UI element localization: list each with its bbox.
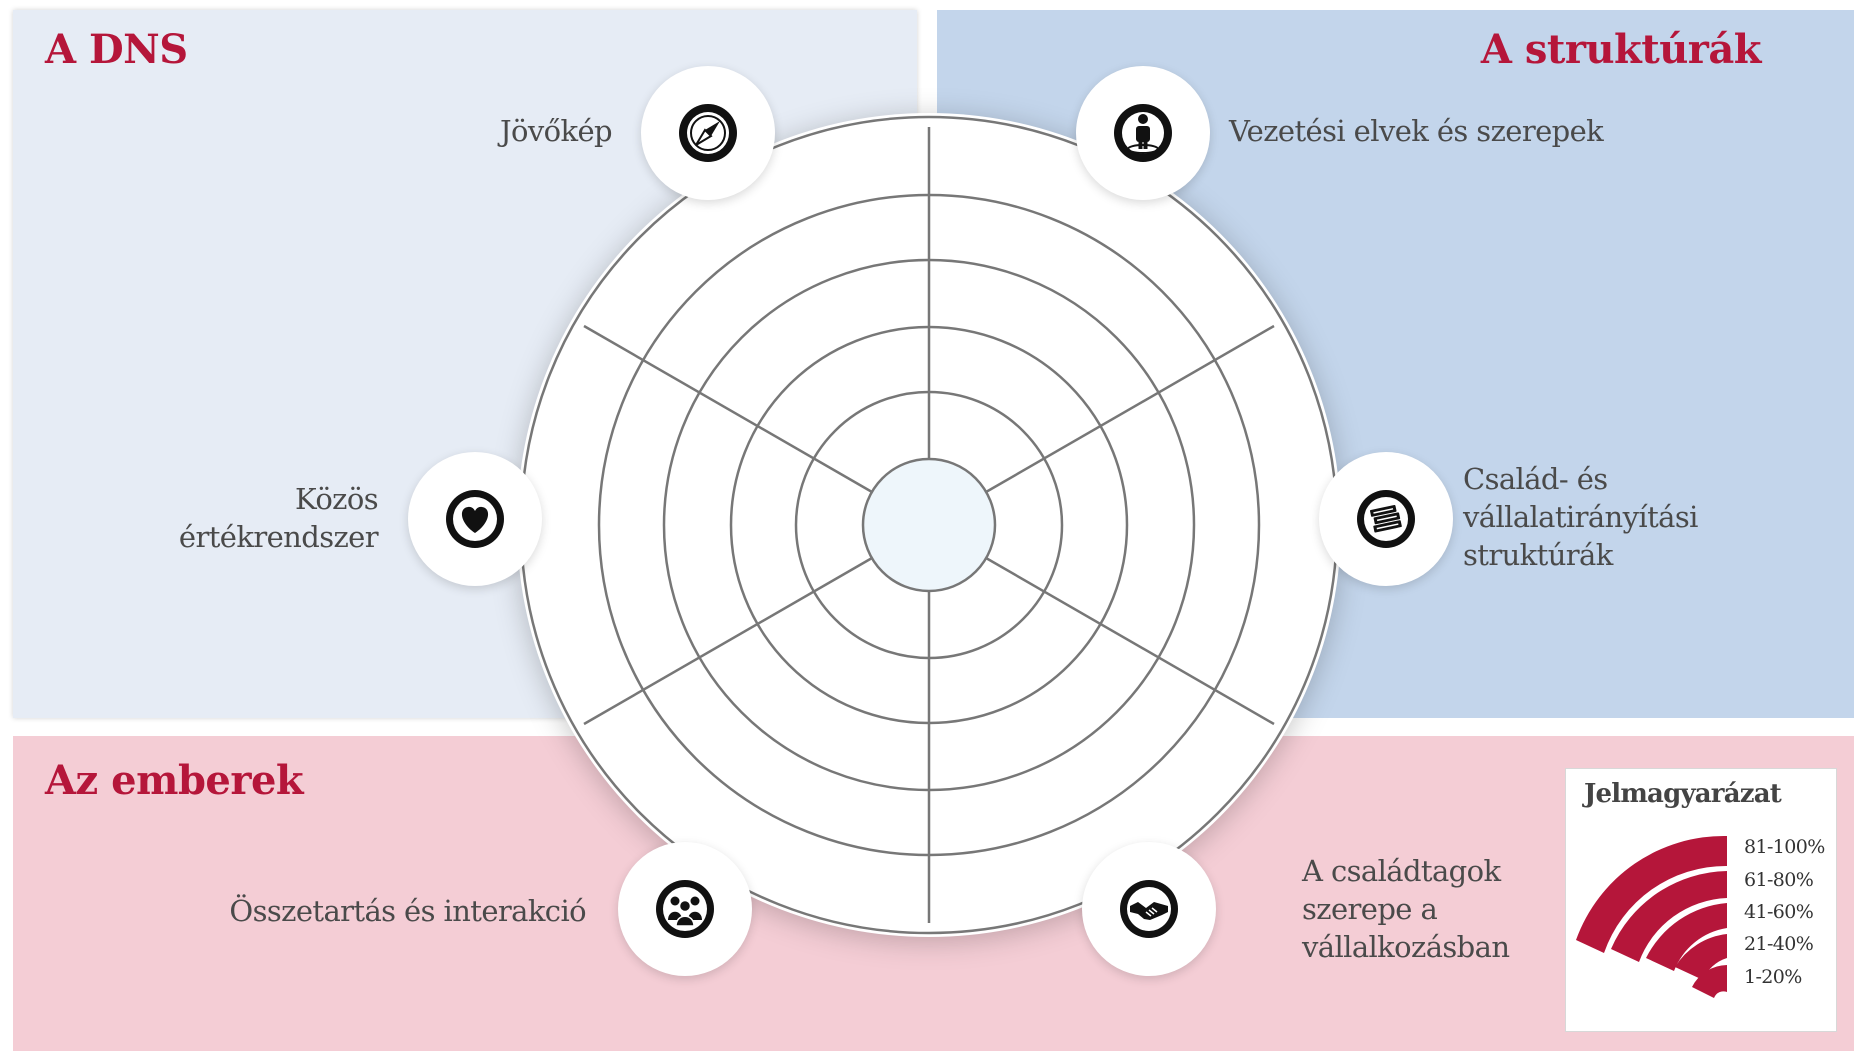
legend: Jelmagyarázat 81-100% 61-80% 41-60% 21-4… — [1565, 768, 1837, 1032]
legend-band-1-20 — [1692, 965, 1727, 998]
label-governance-line-2: vállalatirányítási — [1463, 500, 1698, 534]
legend-label-41-60: 41-60% — [1744, 901, 1814, 923]
legend-label-61-80: 61-80% — [1744, 869, 1814, 891]
label-roles-line-2: szerepe a — [1302, 892, 1438, 926]
legend-label-21-40: 21-40% — [1744, 933, 1814, 955]
section-title-structures: A struktúrák — [1480, 26, 1762, 73]
spoke-upper-right — [985, 324, 1275, 494]
label-values-line-2: értékrendszer — [178, 520, 379, 554]
section-title-dns: A DNS — [45, 26, 188, 73]
cohesion-badge — [618, 842, 752, 976]
label-governance: Család- és vállalatirányítási struktúrák — [1463, 460, 1698, 574]
legend-label-81-100: 81-100% — [1744, 836, 1825, 858]
spoke-upper-left — [583, 324, 873, 494]
values-badge — [408, 452, 542, 586]
legend-band-21-40 — [1675, 934, 1727, 980]
legend-band-41-60 — [1646, 903, 1727, 971]
vision-badge — [641, 66, 775, 200]
spoke-lower-right — [985, 556, 1275, 726]
wheel-center — [861, 457, 997, 593]
label-vision: Jövőkép — [499, 114, 613, 148]
legend-band-81-100 — [1576, 835, 1727, 953]
label-roles-line-1: A családtagok — [1302, 854, 1501, 888]
label-roles-line-3: vállalkozásban — [1302, 930, 1510, 964]
governance-badge — [1319, 452, 1453, 586]
compass-icon — [679, 104, 737, 162]
section-title-people: Az emberek — [45, 757, 304, 804]
heart-icon — [446, 490, 504, 548]
legend-fan — [1576, 835, 1727, 998]
legend-band-61-80 — [1611, 871, 1727, 962]
label-cohesion: Összetartás és interakció — [229, 894, 586, 928]
spoke-lower-left — [583, 556, 873, 726]
legend-label-1-20: 1-20% — [1744, 966, 1802, 988]
books-icon — [1357, 490, 1415, 548]
label-roles: A családtagok szerepe a vállalkozásban — [1302, 852, 1510, 966]
person-icon — [1114, 104, 1172, 162]
label-governance-line-1: Család- és — [1463, 462, 1608, 496]
handshake-icon — [1120, 880, 1178, 938]
roles-badge — [1082, 842, 1216, 976]
label-leadership: Vezetési elvek és szerepek — [1229, 114, 1604, 148]
leadership-badge — [1076, 66, 1210, 200]
label-governance-line-3: struktúrák — [1463, 538, 1613, 572]
group-icon — [656, 880, 714, 938]
label-values-line-1: Közös — [295, 482, 379, 516]
legend-title: Jelmagyarázat — [1584, 779, 1782, 809]
label-values: Közös értékrendszer — [178, 480, 379, 556]
